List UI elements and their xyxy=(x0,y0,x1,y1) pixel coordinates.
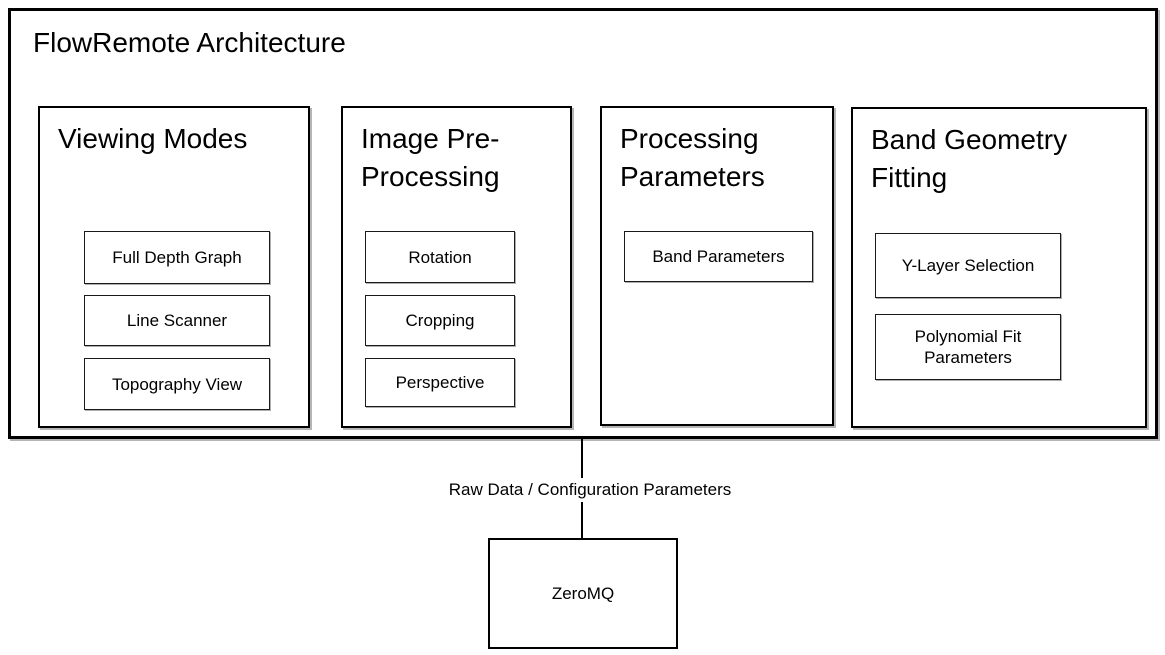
group-viewing-modes: Viewing Modes Full Depth Graph Line Scan… xyxy=(38,106,310,428)
node-polynomial-fit-parameters: Polynomial Fit Parameters xyxy=(875,314,1061,380)
architecture-container-box: FlowRemote Architecture Viewing Modes Fu… xyxy=(8,8,1158,439)
node-band-parameters: Band Parameters xyxy=(624,231,813,282)
diagram-title: FlowRemote Architecture xyxy=(33,27,346,58)
node-line-scanner: Line Scanner xyxy=(84,295,270,346)
group-processing-parameters-title: Processing Parameters xyxy=(620,123,765,192)
group-processing-parameters: Processing Parameters Band Parameters xyxy=(600,106,834,426)
node-topography-view: Topography View xyxy=(84,358,270,410)
node-full-depth-graph: Full Depth Graph xyxy=(84,231,270,284)
node-rotation: Rotation xyxy=(365,231,515,283)
node-cropping: Cropping xyxy=(365,295,515,346)
node-y-layer-selection: Y-Layer Selection xyxy=(875,233,1061,298)
node-perspective: Perspective xyxy=(365,358,515,407)
group-band-geometry-fitting-title: Band Geometry Fitting xyxy=(871,124,1068,193)
group-image-pre-processing-title: Image Pre-Processing xyxy=(361,123,500,192)
node-zeromq: ZeroMQ xyxy=(488,538,678,649)
group-image-pre-processing: Image Pre-Processing Rotation Cropping P… xyxy=(341,106,572,428)
connector-label: Raw Data / Configuration Parameters xyxy=(444,478,736,502)
group-viewing-modes-title: Viewing Modes xyxy=(58,123,248,154)
group-band-geometry-fitting: Band Geometry Fitting Y-Layer Selection … xyxy=(851,107,1147,428)
